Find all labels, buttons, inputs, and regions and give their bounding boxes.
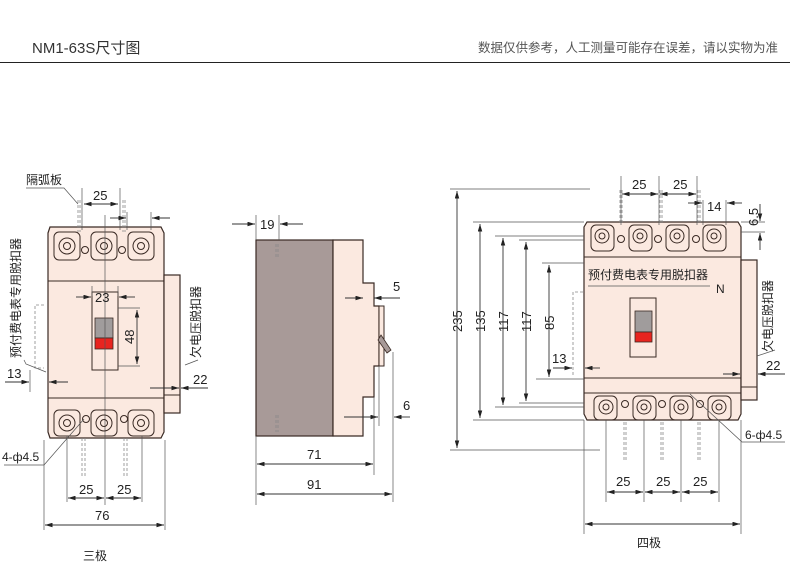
dim-4p-height-85: 85 [542,316,557,330]
bottom-terminals [53,409,155,437]
dim-4p-height-135: 135 [473,310,488,332]
dim-side-step: 5 [393,279,400,294]
label-4p-prepaid-release: 预付费电表专用脱扣器 [588,267,708,282]
4p-handle-red [634,331,653,343]
dim-3p-bottom-pitch-1: 25 [79,482,93,497]
top-terminals [53,231,155,261]
dim-4p-top-pitch-1: 25 [632,177,646,192]
dim-3p-window-width: 23 [95,290,109,305]
4p-top-terminals [590,224,727,252]
caption-four-pole: 四极 [637,536,661,550]
side-base [255,239,334,437]
disclaimer-note: 数据仅供参考，人工测量可能存在误差，请以实物为准 [477,40,778,55]
dim-3p-bottom-pitch-2: 25 [117,482,131,497]
dim-4p-bottom-pitch-3: 25 [693,474,707,489]
dim-4p-height-117a: 117 [496,311,511,332]
4p-undervoltage-block [740,259,758,401]
dim-4p-height-117b: 117 [519,311,534,332]
dim-3p-left-offset: 13 [7,366,21,381]
dim-3p-right-offset: 22 [193,372,207,387]
dim-side-top-offset: 19 [260,217,274,232]
header-divider [0,62,790,63]
4p-handle-window [629,297,657,358]
dim-3p-window-height: 48 [122,330,137,344]
label-4p-undervoltage-release: 欠电压脱扣器 [760,280,775,352]
side-view: 19 5 6 71 91 [232,215,410,505]
4p-handle-grey [634,310,653,333]
dim-side-overall-depth: 91 [307,477,321,492]
dim-4p-height-total: 235 [450,310,465,332]
dim-4p-left-offset: 13 [552,351,566,366]
label-4p-mount-holes: 6-ф4.5 [745,428,783,442]
dim-side-body-depth: 71 [307,447,321,462]
4p-bottom-terminals [593,395,732,421]
dim-3p-top-pitch: 25 [93,188,107,203]
dim-4p-top-pitch-2: 25 [673,177,687,192]
dim-4p-terminal-14: 14 [707,199,721,214]
handle-red [94,337,114,350]
dim-4p-bottom-pitch-2: 25 [656,474,670,489]
undervoltage-block [163,274,181,414]
label-3p-mount-holes: 4-ф4.5 [2,450,40,464]
dim-3p-overall-width: 76 [95,508,109,523]
dim-4p-top-6-5: 6.5 [746,208,761,226]
dim-side-handle: 6 [403,398,410,413]
four-pole-view: 预付费电表专用脱扣器 N 235 135 [450,176,785,550]
label-4p-neutral: N [716,282,725,296]
three-pole-view: 25 隔弧板 23 48 13 22 预付费电表专用脱扣器 欠电压脱扣器 4 [2,173,208,563]
side-handle [377,334,392,354]
caption-three-pole: 三极 [83,549,107,563]
page-title: NM1-63S尺寸图 [32,40,141,57]
dim-4p-bottom-pitch-1: 25 [616,474,630,489]
dim-4p-right-offset: 22 [766,358,780,373]
four-pole-body [583,221,742,421]
label-3p-undervoltage-release: 欠电压脱扣器 [188,286,203,358]
label-arc-barrier: 隔弧板 [26,173,62,187]
label-3p-prepaid-release: 预付费电表专用脱扣器 [8,238,23,358]
handle-grey [94,317,114,339]
side-cover [332,239,380,437]
